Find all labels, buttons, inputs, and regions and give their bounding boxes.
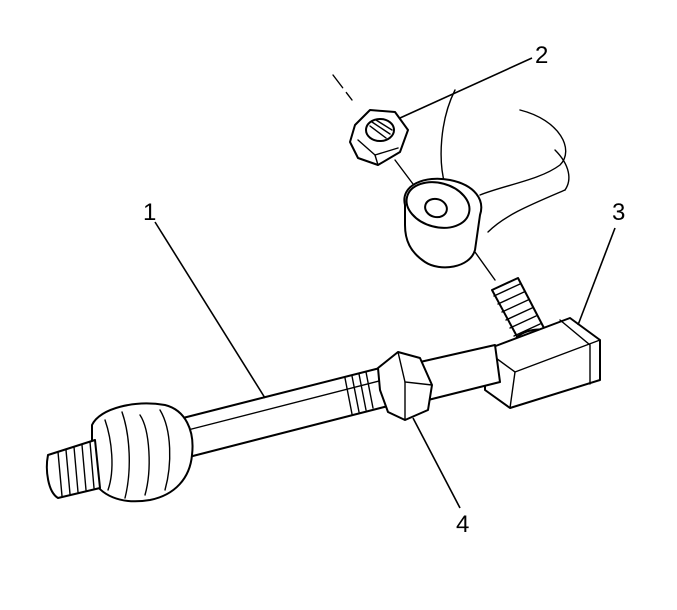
callout-1: 1 (143, 199, 156, 226)
jam-nut (377, 351, 433, 421)
callout-2: 2 (535, 42, 548, 69)
leader-4 (412, 417, 461, 509)
leader-1 (154, 221, 266, 399)
leader-3 (577, 227, 616, 326)
steering-knuckle-arm (440, 89, 570, 233)
threaded-end (45, 439, 101, 499)
callout-3: 3 (612, 199, 625, 226)
leader-2 (399, 57, 533, 119)
inner-tie-rod-nut (91, 402, 194, 503)
centerline-top (332, 74, 353, 101)
nut (349, 109, 409, 166)
callout-4: 4 (456, 511, 469, 538)
knuckle-eye (403, 177, 483, 269)
outer-tie-rod-end (484, 317, 601, 409)
tie-rod (174, 344, 501, 459)
